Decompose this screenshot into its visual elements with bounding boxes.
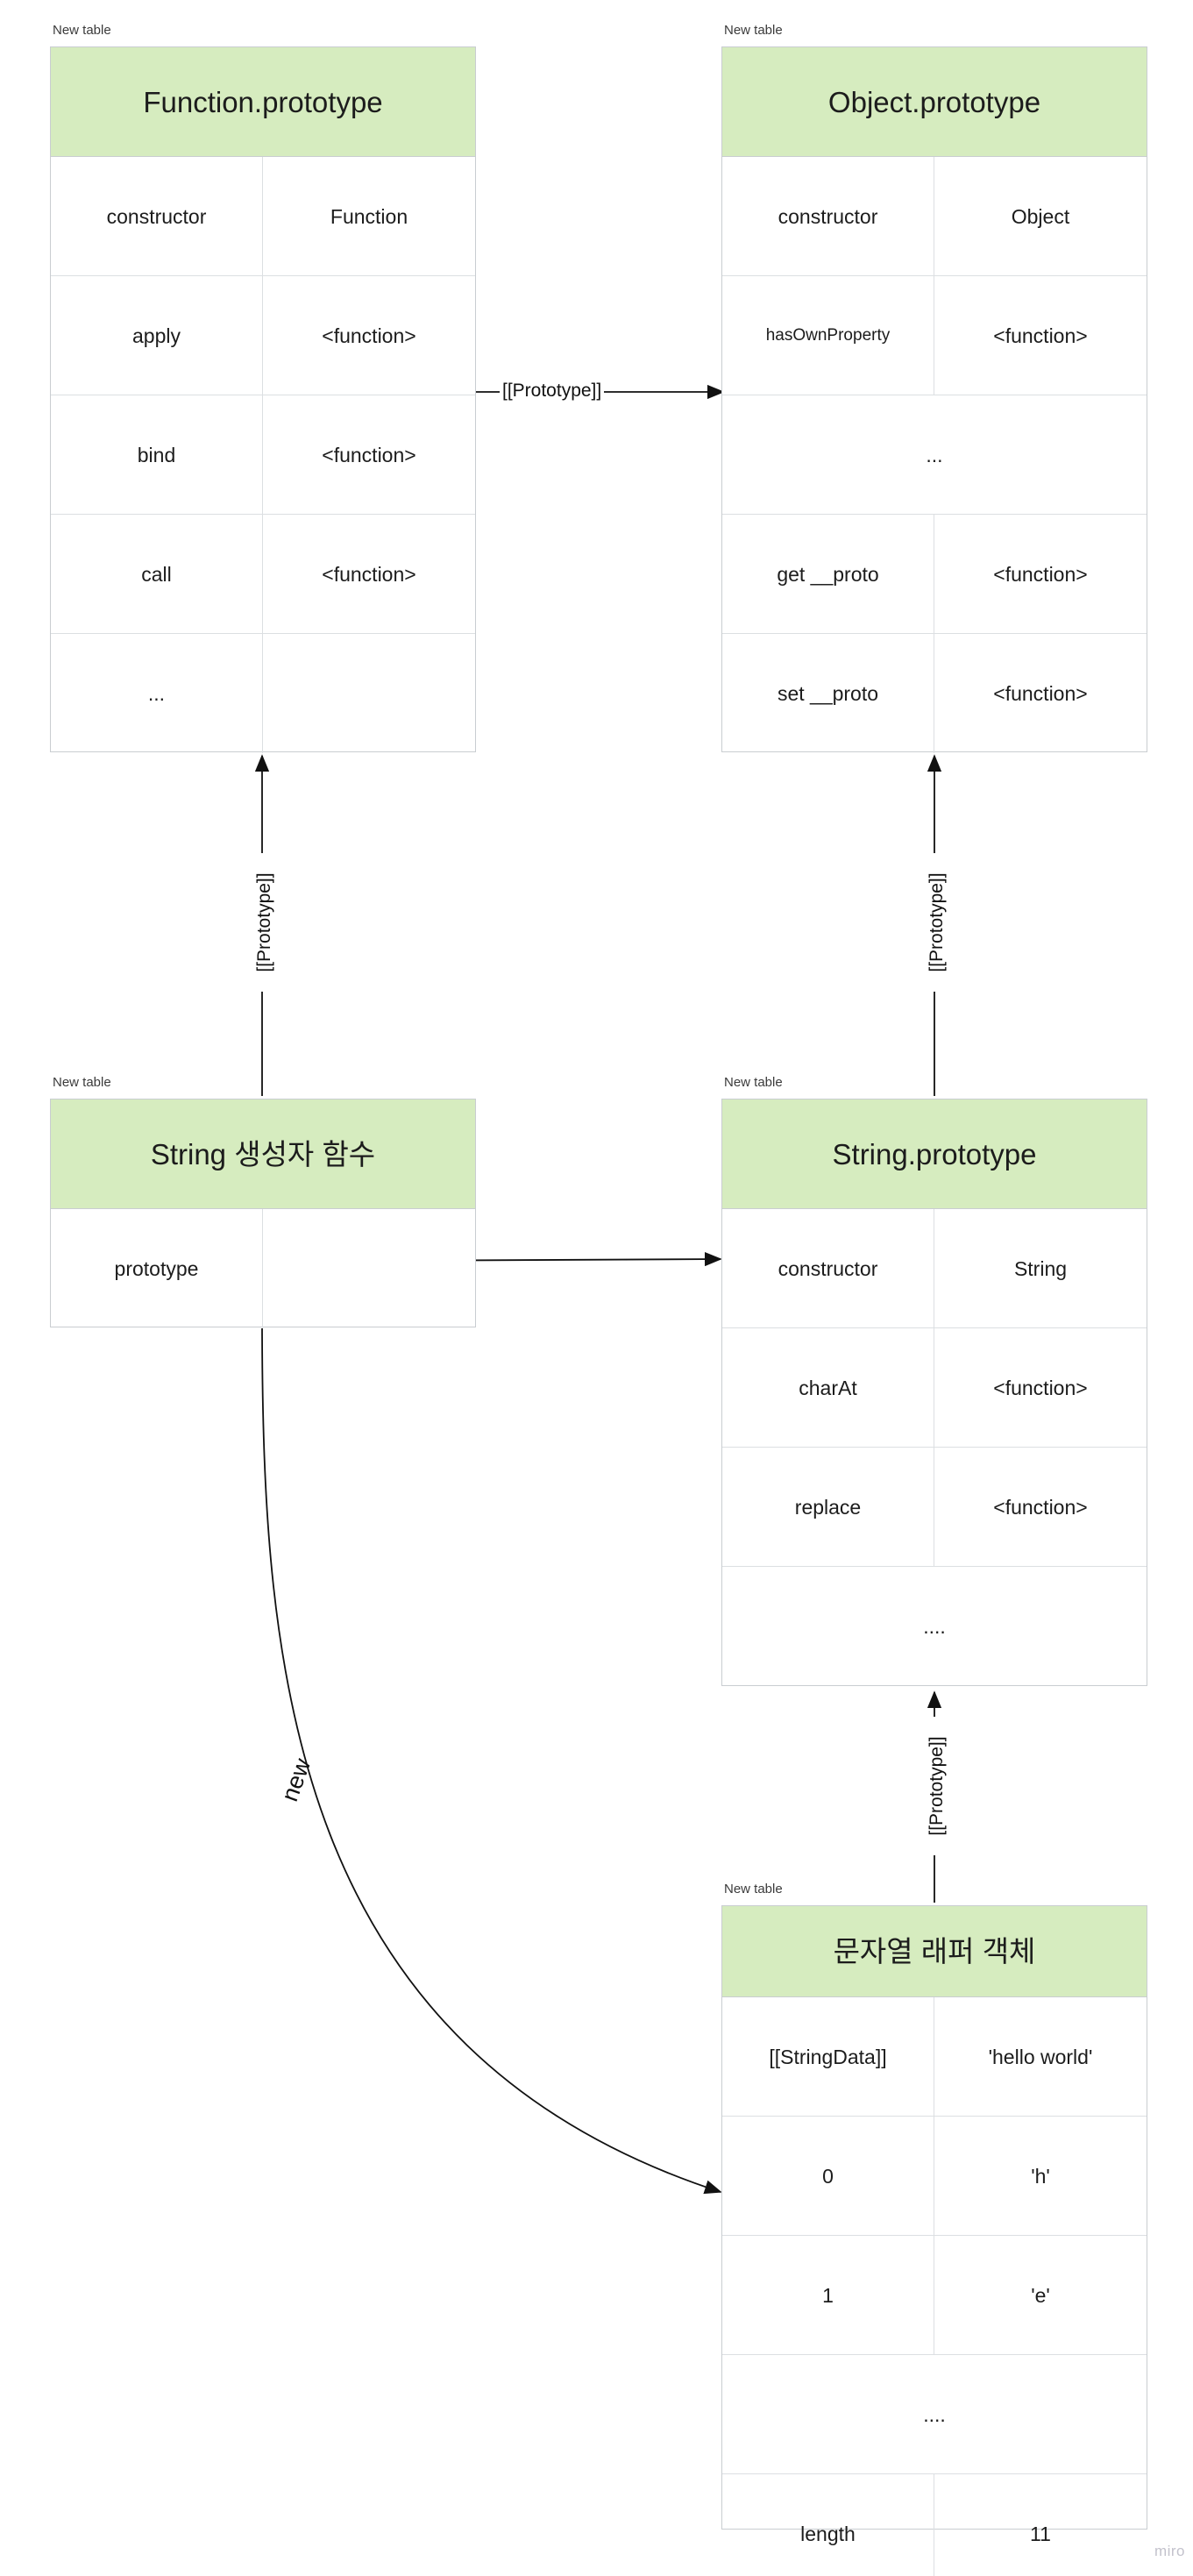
table-row[interactable]: ... — [722, 395, 1147, 515]
row-value: <function> — [993, 324, 1088, 347]
row-value: 'h' — [1031, 2164, 1050, 2188]
edge-label-wrapper-to-stringproto[interactable]: [[Prototype]] — [927, 1717, 948, 1855]
row-key: charAt — [722, 1328, 934, 1447]
row-key: constructor — [722, 157, 934, 275]
row-value: <function> — [993, 1376, 1088, 1399]
row-value: 'hello world' — [988, 2045, 1093, 2068]
table-string-prototype[interactable]: New table String.prototype constructor S… — [721, 1076, 1147, 1686]
table-row[interactable]: constructor String — [722, 1209, 1147, 1328]
table-row[interactable]: .... — [722, 2355, 1147, 2474]
row-value: Object — [1011, 204, 1070, 228]
row-key: ... — [51, 634, 263, 753]
row-key: constructor — [51, 157, 263, 275]
table-title: Function.prototype — [143, 85, 383, 118]
table-row[interactable]: prototype — [51, 1209, 475, 1328]
table-caption: New table — [724, 23, 783, 38]
table-row[interactable]: [[StringData]] 'hello world' — [722, 1997, 1147, 2117]
table-function-prototype[interactable]: New table Function.prototype constructor… — [50, 24, 476, 753]
row-value: 'e' — [1031, 2283, 1050, 2307]
row-key: .... — [923, 2402, 946, 2426]
table-row[interactable]: get __proto <function> — [722, 515, 1147, 634]
row-value — [263, 1209, 475, 1328]
row-key: constructor — [722, 1209, 934, 1327]
row-value: <function> — [322, 562, 416, 586]
table-header[interactable]: String.prototype — [722, 1099, 1147, 1209]
edge-label-function-to-object[interactable]: [[Prototype]] — [500, 381, 605, 402]
row-value — [263, 634, 475, 753]
table-row[interactable]: 1 'e' — [722, 2236, 1147, 2355]
edge-label-stringproto-to-objectproto[interactable]: [[Prototype]] — [927, 853, 948, 992]
table-caption: New table — [53, 1075, 111, 1090]
table-header[interactable]: 문자열 래퍼 객체 — [722, 1906, 1147, 1997]
table-title: Object.prototype — [827, 85, 1041, 118]
row-value: <function> — [322, 324, 416, 347]
table-caption: New table — [724, 1075, 783, 1090]
row-key: set __proto — [722, 634, 934, 753]
row-key: replace — [722, 1448, 934, 1566]
table-title: 문자열 래퍼 객체 — [833, 1935, 1036, 1968]
table-string-constructor[interactable]: New table String 생성자 함수 prototype — [50, 1076, 476, 1328]
row-key: bind — [51, 395, 263, 514]
table-title: String 생성자 함수 — [150, 1137, 376, 1171]
row-key: prototype — [51, 1209, 263, 1328]
table-row[interactable]: replace <function> — [722, 1448, 1147, 1567]
table-header[interactable]: Object.prototype — [722, 47, 1147, 157]
table-caption: New table — [724, 1882, 783, 1896]
table-header[interactable]: String 생성자 함수 — [51, 1099, 475, 1209]
edge-label-new[interactable]: new — [276, 1754, 316, 1805]
row-key: apply — [51, 276, 263, 395]
table-row[interactable]: hasOwnProperty <function> — [722, 276, 1147, 395]
row-key: call — [51, 515, 263, 633]
row-key: hasOwnProperty — [722, 276, 934, 395]
row-value: Function — [330, 204, 408, 228]
row-key: 1 — [722, 2236, 934, 2354]
miro-watermark: miro — [1154, 2543, 1185, 2559]
table-row[interactable]: ... — [51, 634, 475, 753]
table-title: String.prototype — [832, 1137, 1037, 1171]
table-row[interactable]: constructor Object — [722, 157, 1147, 276]
table-caption: New table — [53, 23, 111, 38]
table-row[interactable]: set __proto <function> — [722, 634, 1147, 753]
row-value: 11 — [1030, 2523, 1051, 2545]
table-row[interactable]: bind <function> — [51, 395, 475, 515]
row-value: <function> — [993, 562, 1088, 586]
row-value: <function> — [993, 1495, 1088, 1519]
table-row[interactable]: apply <function> — [51, 276, 475, 395]
row-key: length — [722, 2474, 934, 2576]
wire-new — [261, 1327, 722, 2195]
row-key: 0 — [722, 2117, 934, 2235]
table-object-prototype[interactable]: New table Object.prototype constructor O… — [721, 24, 1147, 753]
table-row[interactable]: charAt <function> — [722, 1328, 1147, 1448]
row-value: <function> — [993, 682, 1088, 705]
row-key: [[StringData]] — [722, 1997, 934, 2116]
table-string-wrapper[interactable]: New table 문자열 래퍼 객체 [[StringData]] 'hell… — [721, 1882, 1147, 2576]
row-key: get __proto — [722, 515, 934, 633]
row-value: <function> — [322, 443, 416, 466]
table-header[interactable]: Function.prototype — [51, 47, 475, 157]
table-row[interactable]: 0 'h' — [722, 2117, 1147, 2236]
row-key: ... — [926, 443, 943, 466]
row-value: String — [1013, 1256, 1068, 1280]
table-row[interactable]: .... — [722, 1567, 1147, 1686]
table-row[interactable]: call <function> — [51, 515, 475, 634]
table-row[interactable]: length 11 — [722, 2474, 1147, 2576]
table-row[interactable]: constructor Function — [51, 157, 475, 276]
row-key: .... — [923, 1615, 946, 1638]
edge-label-stringctor-to-functionproto[interactable]: [[Prototype]] — [254, 853, 275, 992]
